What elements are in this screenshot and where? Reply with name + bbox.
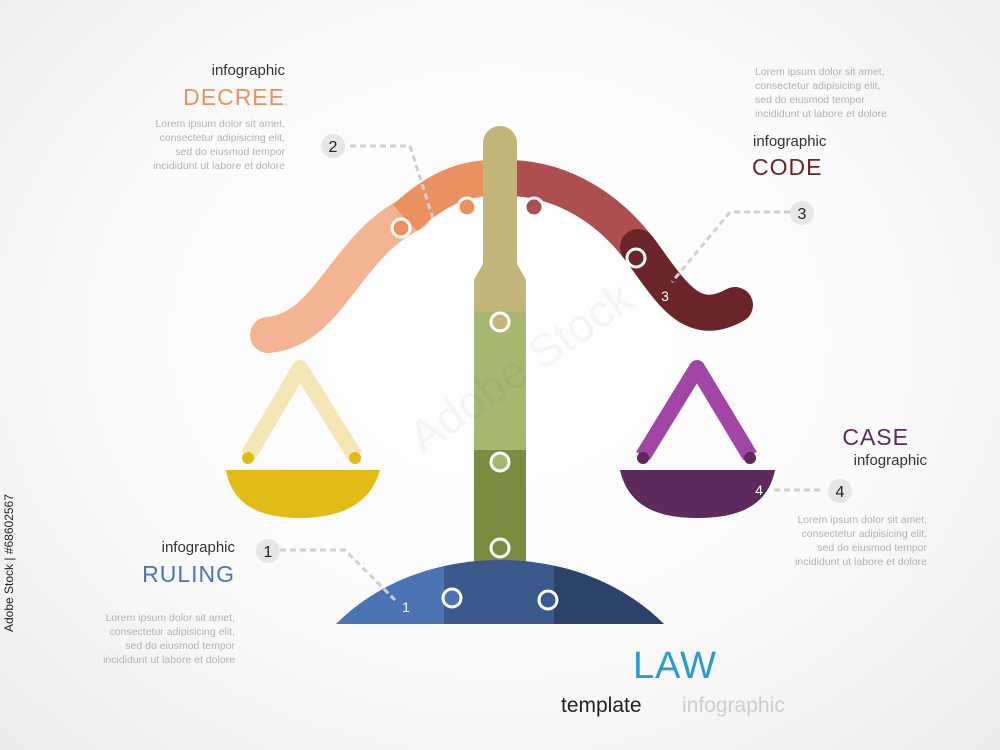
decree-body-line: incididunt ut labore et dolore	[153, 160, 285, 172]
ruling-body-line: sed do eiusmod tempor	[125, 640, 235, 652]
ruling-heading: RULING	[142, 561, 235, 587]
decree-body-line: consectetur adipisicing elit,	[159, 132, 285, 144]
case-heading: CASE	[842, 424, 909, 450]
number-badge-3	[790, 201, 814, 225]
code-body: Lorem ipsum dolor sit amet, consectetur …	[755, 65, 887, 121]
number-badge-1	[256, 539, 280, 563]
number-badge-1-label: 1	[264, 544, 273, 561]
ruling-subtitle: infographic	[161, 539, 235, 556]
pillar-top	[483, 126, 517, 306]
left-pan-hook	[242, 452, 254, 464]
segment-number-1: 1	[402, 599, 410, 615]
segment-number-2: 2	[433, 229, 441, 245]
case-body-line: sed do eiusmod tempor	[817, 542, 927, 554]
number-badge-3-label: 3	[798, 206, 807, 223]
case-body-line: consectetur adipisicing elit,	[801, 528, 927, 540]
puzzle-knob	[489, 537, 511, 559]
case-subtitle: infographic	[853, 452, 927, 469]
segment-number-3: 3	[661, 288, 669, 304]
code-body-line: sed do eiusmod tempor	[755, 94, 865, 106]
left-pan-hook	[349, 452, 361, 464]
puzzle-knob	[625, 247, 647, 269]
decree-subtitle: infographic	[211, 62, 285, 79]
ruling-body-line: consectetur adipisicing elit,	[109, 626, 235, 638]
ruling-body: Lorem ipsum dolor sit amet, consectetur …	[103, 611, 235, 667]
code-body-line: incididunt ut labore et dolore	[755, 108, 887, 120]
title-word-infographic: infographic	[682, 694, 785, 717]
number-badge-2-label: 2	[329, 139, 338, 156]
ruling-body-line: incididunt ut labore et dolore	[103, 654, 235, 666]
pillar-middle	[474, 312, 526, 450]
puzzle-knob	[441, 587, 463, 609]
code-body-line: Lorem ipsum dolor sit amet,	[755, 66, 885, 78]
decree-heading: DECREE	[183, 84, 285, 110]
case-body: Lorem ipsum dolor sit amet, consectetur …	[795, 513, 927, 569]
title-main: LAW	[633, 645, 717, 687]
puzzle-knob	[537, 589, 559, 611]
left-pan-bowl	[226, 470, 380, 518]
decree-body-line: sed do eiusmod tempor	[175, 146, 285, 158]
puzzle-knob	[489, 451, 511, 473]
decree-body: Lorem ipsum dolor sit amet, consectetur …	[153, 117, 285, 173]
number-badge-4-label: 4	[836, 484, 845, 501]
stock-id: Adobe Stock | #68602567	[2, 494, 16, 632]
title-word-template: template	[561, 694, 642, 717]
base	[336, 560, 664, 624]
code-body-line: consectetur adipisicing elit,	[755, 80, 881, 92]
right-pan-bowl	[620, 470, 775, 518]
leader-lines	[280, 144, 820, 602]
case-body-line: incididunt ut labore et dolore	[795, 556, 927, 568]
code-subtitle: infographic	[753, 133, 827, 150]
number-badge-2	[321, 134, 345, 158]
puzzle-knob	[456, 196, 478, 218]
code-heading: CODE	[752, 154, 823, 180]
puzzle-knob	[523, 196, 545, 218]
right-pan-strings	[636, 360, 757, 461]
segment-number-4: 4	[755, 482, 763, 498]
decree-body-line: Lorem ipsum dolor sit amet,	[155, 118, 285, 130]
beam-left-outer-segment	[250, 195, 431, 353]
beam-right-outer-segment	[620, 229, 753, 331]
ruling-body-line: Lorem ipsum dolor sit amet,	[105, 612, 235, 624]
right-pan-hook	[744, 452, 756, 464]
puzzle-knob	[489, 311, 511, 333]
left-pan-strings	[241, 360, 362, 461]
puzzle-knob	[390, 217, 412, 239]
right-pan-hook	[637, 452, 649, 464]
case-body-line: Lorem ipsum dolor sit amet,	[797, 514, 927, 526]
pillar-top-flare	[474, 262, 526, 312]
beam-left-inner-segment	[392, 160, 490, 232]
number-badge-4	[828, 479, 852, 503]
